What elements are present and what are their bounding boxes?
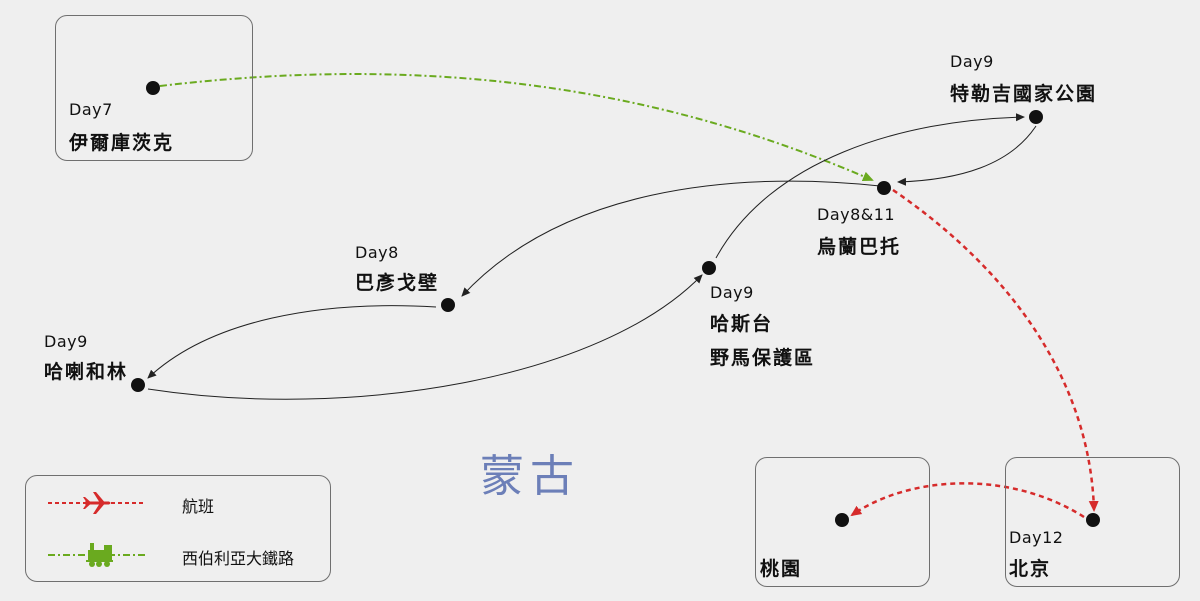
- place-label-taoyuan: 桃園: [760, 558, 803, 580]
- route-karakorum-hustai: [147, 274, 703, 400]
- legend-flight-label: 航班: [182, 497, 215, 516]
- day-label-hustai: Day9: [710, 283, 754, 302]
- rail-route-irkutsk-ulaanbaatar: [159, 73, 874, 181]
- place-label-hustai-line1: 哈斯台: [710, 313, 774, 335]
- stop-dot-hustai: [702, 261, 716, 275]
- stop-dot-karakorum: [131, 378, 145, 392]
- stop-dot-beijing: [1086, 513, 1100, 527]
- place-label-karakorum: 哈喇和林: [44, 361, 129, 383]
- box-beijing: [1005, 457, 1180, 587]
- place-label-gobi: 巴彥戈壁: [355, 272, 440, 294]
- day-label-gobi: Day8: [355, 243, 399, 262]
- stop-dot-ulaanbaatar: [877, 181, 891, 195]
- stop-dot-gobi: [441, 298, 455, 312]
- stop-dot-terelj: [1029, 110, 1043, 124]
- train-icon: [86, 543, 113, 567]
- airplane-icon: [83, 492, 111, 514]
- place-label-terelj: 特勒吉國家公園: [950, 83, 1098, 105]
- route-hustai-terelj: [715, 113, 1025, 259]
- box-irkutsk: [55, 15, 253, 161]
- day-label-beijing: Day12: [1009, 528, 1064, 547]
- flight-route-beijing-taoyuan: [850, 482, 1085, 519]
- legend-rail-label: 西伯利亞大鐵路: [182, 549, 295, 568]
- day-label-ulaanbaatar: Day8&11: [817, 205, 896, 224]
- legend-box: [25, 475, 331, 582]
- day-label-terelj: Day9: [950, 52, 994, 71]
- stop-dot-irkutsk: [146, 81, 160, 95]
- day-label-karakorum: Day9: [44, 332, 88, 351]
- stop-dot-taoyuan: [835, 513, 849, 527]
- day-label-irkutsk: Day7: [69, 100, 113, 119]
- box-taoyuan: [755, 457, 930, 587]
- place-label-irkutsk: 伊爾庫茨克: [69, 132, 175, 154]
- place-label-hustai-line2: 野馬保護區: [710, 347, 816, 369]
- route-gobi-karakorum: [147, 305, 437, 379]
- place-label-beijing: 北京: [1009, 558, 1052, 580]
- place-label-ulaanbaatar: 烏蘭巴托: [817, 236, 902, 258]
- region-label-mongolia: 蒙古: [480, 451, 580, 502]
- route-ulaanbaatar-gobi: [461, 180, 881, 297]
- route-terelj-ulaanbaatar: [897, 125, 1037, 186]
- flight-route-ulaanbaatar-beijing: [892, 188, 1099, 512]
